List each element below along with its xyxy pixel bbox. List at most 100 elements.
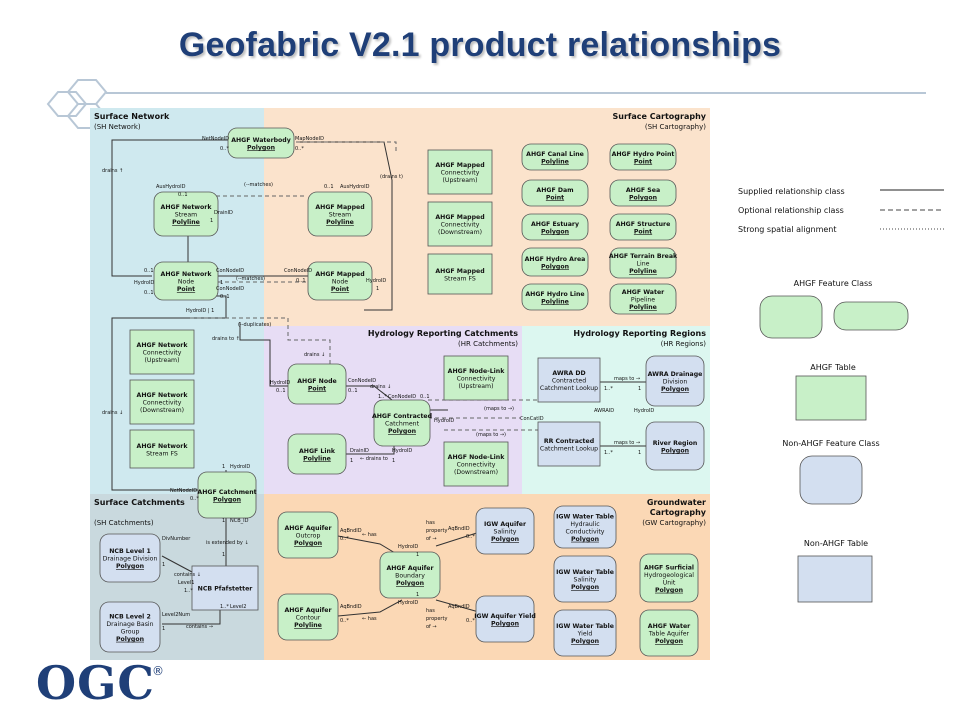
node-label-line: Point <box>308 385 326 392</box>
node-label-line: Polyline <box>629 268 657 275</box>
node-label-line: AWRA DD <box>552 370 585 377</box>
node-box <box>443 355 509 401</box>
node-box <box>99 601 161 653</box>
edge-label: HydroID <box>230 464 250 470</box>
edge-label: HydroID <box>434 418 454 424</box>
node-label-line: Polyline <box>629 304 657 311</box>
ogc-logo: OGC <box>36 656 155 710</box>
section-subtitle-surface-catchments: (SH Catchments) <box>94 519 154 527</box>
node-box <box>307 261 373 301</box>
node-label-line: (Downstream) <box>438 229 482 236</box>
edge-label: 0..1 <box>324 184 334 190</box>
node-label-line: AHGF Mapped <box>435 268 484 275</box>
legend-table-label: AHGF Table <box>810 363 856 372</box>
edge-label: ConNodeID <box>216 268 244 274</box>
node-label-line: Polygon <box>571 536 599 543</box>
node-label-line: Polyline <box>294 622 322 629</box>
node-label-line: Division <box>663 379 688 386</box>
node-label-line: Polygon <box>396 580 424 587</box>
node-label-line: NCB Pfafstetter <box>198 586 254 593</box>
node-label-line: Point <box>634 158 652 165</box>
section-title-hr-regions: Hydrology Reporting Regions <box>573 329 706 338</box>
node-label-line: AHGF Network <box>137 443 189 450</box>
node-box <box>373 399 431 447</box>
edge-label: 0..* <box>340 618 349 624</box>
edge-label: ConNodeID <box>348 378 376 384</box>
node-label-line: Salinity <box>494 529 517 536</box>
node-label-line: Polygon <box>388 428 416 435</box>
node-label-line: Polygon <box>571 638 599 645</box>
node-box <box>287 433 347 475</box>
edge-label: 0..* <box>466 618 475 624</box>
edge-label: has <box>426 520 435 526</box>
edge-label: is extended by ↓ <box>206 540 249 546</box>
edge-label: AWRAID <box>594 408 614 414</box>
edge-label: 1 <box>222 518 225 524</box>
node-label-line: Polygon <box>655 587 683 594</box>
section-subtitle-hr-catchments: (HR Catchments) <box>458 340 518 348</box>
node-box <box>129 379 195 425</box>
section-title-hr-catchments: Hydrology Reporting Catchments <box>368 329 518 338</box>
edge-label: has <box>426 608 435 614</box>
node-label-line: Conductivity <box>566 528 605 535</box>
edge-label: 0..1 <box>178 192 188 198</box>
node-label-line: AHGF Network <box>161 271 213 278</box>
edge-label: 1..* <box>378 394 387 400</box>
node-label-line: Polygon <box>247 144 275 151</box>
node-box <box>553 609 617 657</box>
node-box <box>521 179 589 207</box>
edge-label: 0..1 <box>220 294 230 300</box>
node-label-line: AHGF Water <box>648 623 691 630</box>
node-box <box>197 471 257 519</box>
node-label-line: Point <box>331 286 349 293</box>
node-label-line: Point <box>634 228 652 235</box>
edge-label: 0..* <box>190 496 199 502</box>
edge-label: ← has <box>362 532 377 538</box>
node-box <box>307 191 373 237</box>
node-label-line: Table Aquifer <box>648 631 690 638</box>
node-label-line: Stream FS <box>146 450 178 457</box>
node-label-line: Group <box>121 628 140 635</box>
edge-label: HydroID | 1 <box>186 308 214 314</box>
node-box <box>443 441 509 487</box>
node-label-line: AHGF Waterbody <box>231 137 291 144</box>
node-label-line: AHGF Network <box>161 204 213 211</box>
edge-label: 1 <box>162 626 165 632</box>
node-box <box>609 247 677 279</box>
section-subtitle-groundwater: (GW Cartography) <box>642 519 706 527</box>
node-label-line: AHGF Hydro Point <box>612 151 675 158</box>
node-box <box>645 421 705 471</box>
edge-label: ← has <box>362 616 377 622</box>
node-label-line: Node <box>178 279 194 286</box>
edge-label: NCB_ID <box>230 518 249 524</box>
legend-supplied-label: Supplied relationship class <box>738 187 845 196</box>
node-box <box>99 533 161 583</box>
node-box <box>537 421 601 467</box>
edge-label: 1 <box>222 552 225 558</box>
legend-feature-class-swatch <box>759 295 823 339</box>
node-label-line: Contracted <box>552 378 586 385</box>
edge-label: 0..1 <box>144 290 154 296</box>
node-box <box>129 429 195 469</box>
node-label-line: Connectivity <box>441 222 480 229</box>
node-label-line: AHGF Aquifer <box>386 565 434 572</box>
node-box <box>427 253 493 295</box>
legend-non-feature-class-label: Non-AHGF Feature Class <box>782 439 879 448</box>
edge-labels: NetNodeID MapNodeID 0..* 0..* drains ↑ A… <box>102 136 654 632</box>
node-label-line: NCB Level 1 <box>109 548 151 555</box>
